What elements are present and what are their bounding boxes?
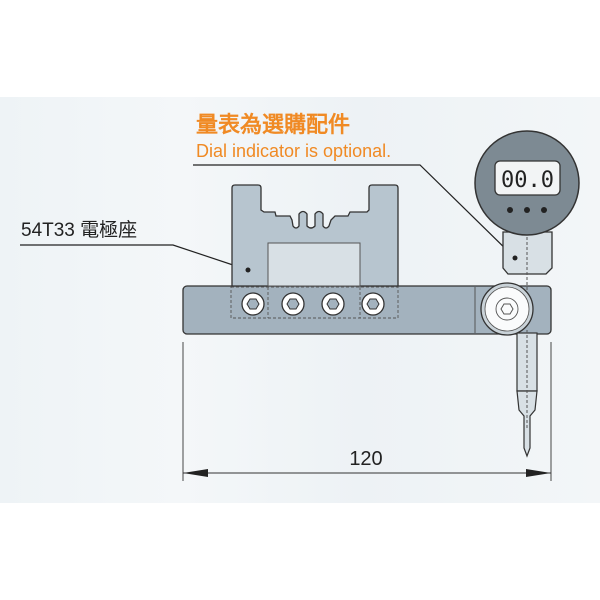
- optional-note-zh: 量表為選購配件: [196, 112, 350, 138]
- gauge-display: [494, 160, 561, 196]
- indicator-probe: [516, 330, 538, 458]
- gauge-leader-dot: [512, 255, 518, 261]
- gauge-button-icon: [541, 207, 547, 213]
- part-leader-line: [20, 244, 249, 271]
- arrow-left-icon: [183, 469, 208, 477]
- hex-screw-icon: [321, 292, 345, 316]
- roller-knob: [480, 282, 534, 336]
- part-label: 54T33 電極座: [21, 219, 137, 241]
- hex-screw-icon: [361, 292, 385, 316]
- part-leader-dot: [245, 267, 251, 273]
- gauge-button-icon: [524, 207, 530, 213]
- block-window: [267, 242, 361, 287]
- dimension-120: 120: [182, 342, 552, 481]
- screw-row: [241, 292, 385, 316]
- hex-screw-icon: [281, 292, 305, 316]
- hidden-outline: [230, 286, 399, 319]
- dimension-value: 120: [349, 448, 382, 470]
- arrow-right-icon: [526, 469, 551, 477]
- gauge-reading: 00.0: [501, 168, 554, 193]
- hex-screw-icon: [241, 292, 265, 316]
- optional-note-en: Dial indicator is optional.: [196, 141, 391, 161]
- gauge-button-icon: [507, 207, 513, 213]
- gauge-leader-line: [193, 164, 516, 259]
